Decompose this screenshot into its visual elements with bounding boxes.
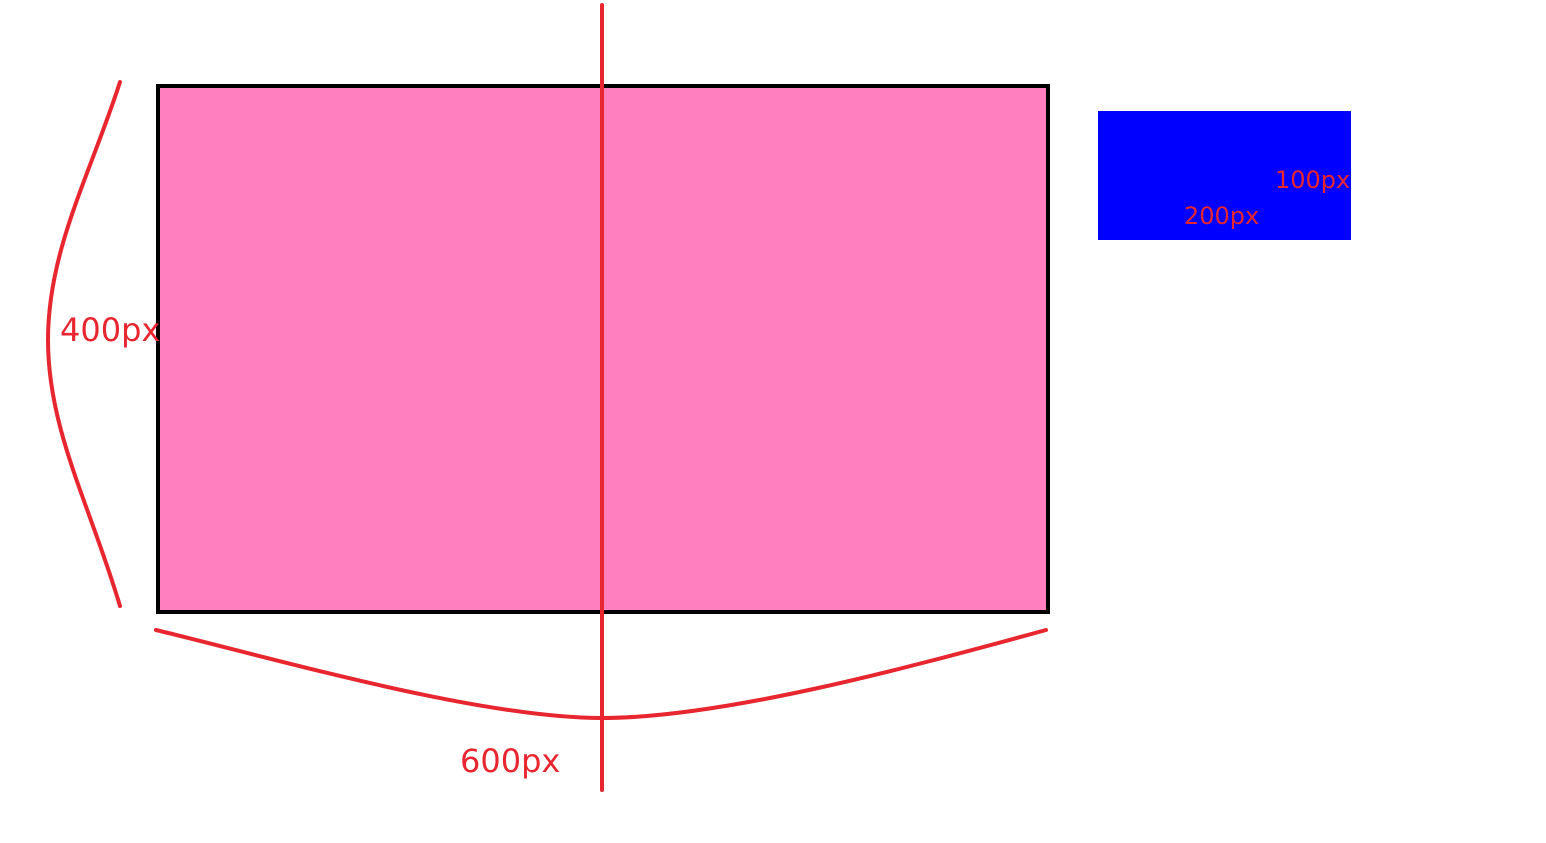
width-label-600: 600px xyxy=(460,742,561,780)
height-label-400: 400px xyxy=(60,311,161,349)
width-bracket xyxy=(154,628,1048,721)
width-label-200: 200px xyxy=(1184,202,1260,230)
blue-rectangle xyxy=(1098,111,1351,240)
pink-rectangle xyxy=(156,84,1050,614)
height-label-100: 100px xyxy=(1275,166,1351,194)
